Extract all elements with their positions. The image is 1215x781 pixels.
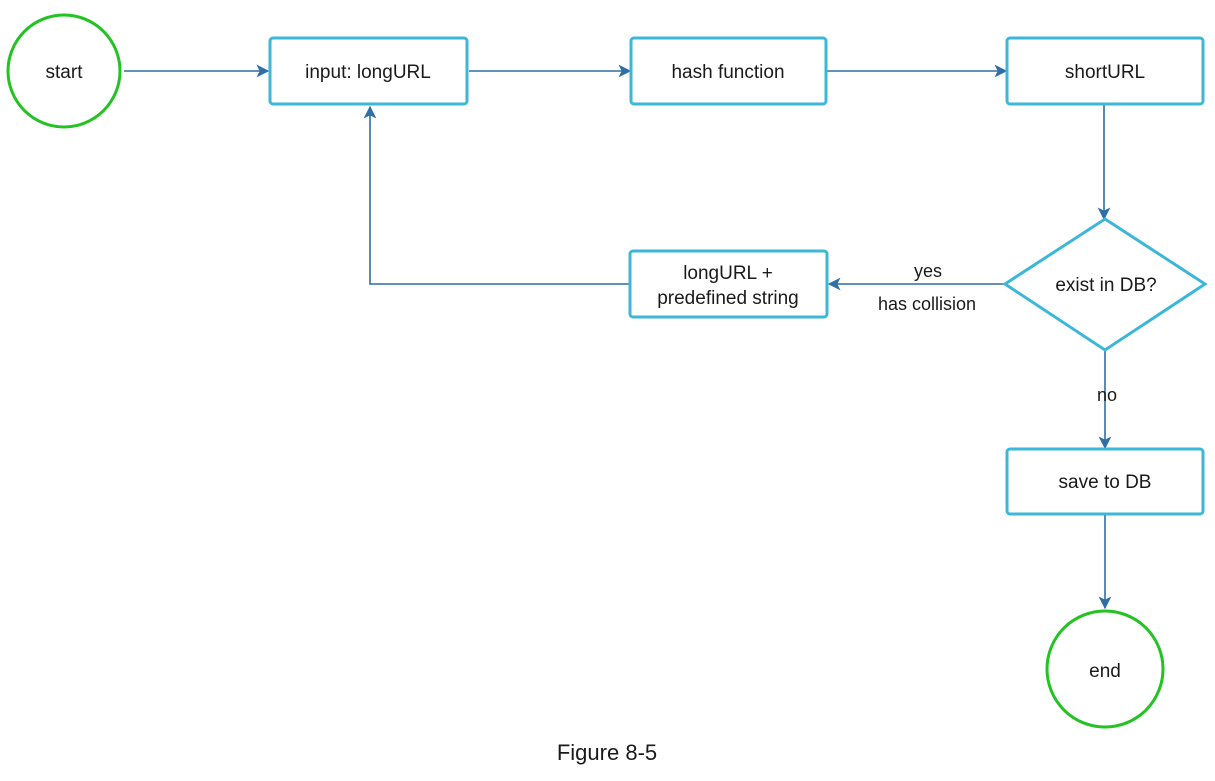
edge-collision-to-input: [363, 105, 630, 285]
edge-label-yes: yes: [914, 261, 942, 281]
edge-label-has-collision: has collision: [878, 294, 976, 314]
edge-label-no: no: [1097, 385, 1117, 405]
hash-label: hash function: [671, 62, 784, 83]
node-end: end: [1045, 609, 1165, 729]
node-input: input: longURL: [268, 36, 469, 106]
node-decision: exist in DB?: [1002, 217, 1208, 352]
short-box: [1005, 36, 1205, 106]
input-box: [268, 36, 469, 106]
collision-label-line2: predefined string: [657, 288, 799, 309]
end-label: end: [1089, 661, 1121, 682]
save-label: save to DB: [1059, 472, 1152, 493]
node-start: start: [6, 13, 122, 129]
node-collision: longURL + predefined string: [628, 249, 829, 319]
end-circle: [1045, 609, 1165, 729]
short-label: shortURL: [1065, 62, 1145, 83]
start-label: start: [46, 62, 84, 83]
collision-box: [628, 249, 829, 319]
collision-label-line1: longURL +: [683, 263, 773, 284]
decision-diamond: [1002, 217, 1208, 352]
node-hash: hash function: [629, 36, 828, 106]
decision-label: exist in DB?: [1055, 275, 1156, 296]
node-short: shortURL: [1005, 36, 1205, 106]
hash-box: [629, 36, 828, 106]
edges: [124, 64, 1112, 610]
figure-caption: Figure 8-5: [557, 740, 657, 765]
start-circle: [6, 13, 122, 129]
node-save: save to DB: [1005, 447, 1205, 516]
input-label: input: longURL: [305, 62, 431, 83]
save-box: [1005, 447, 1205, 516]
